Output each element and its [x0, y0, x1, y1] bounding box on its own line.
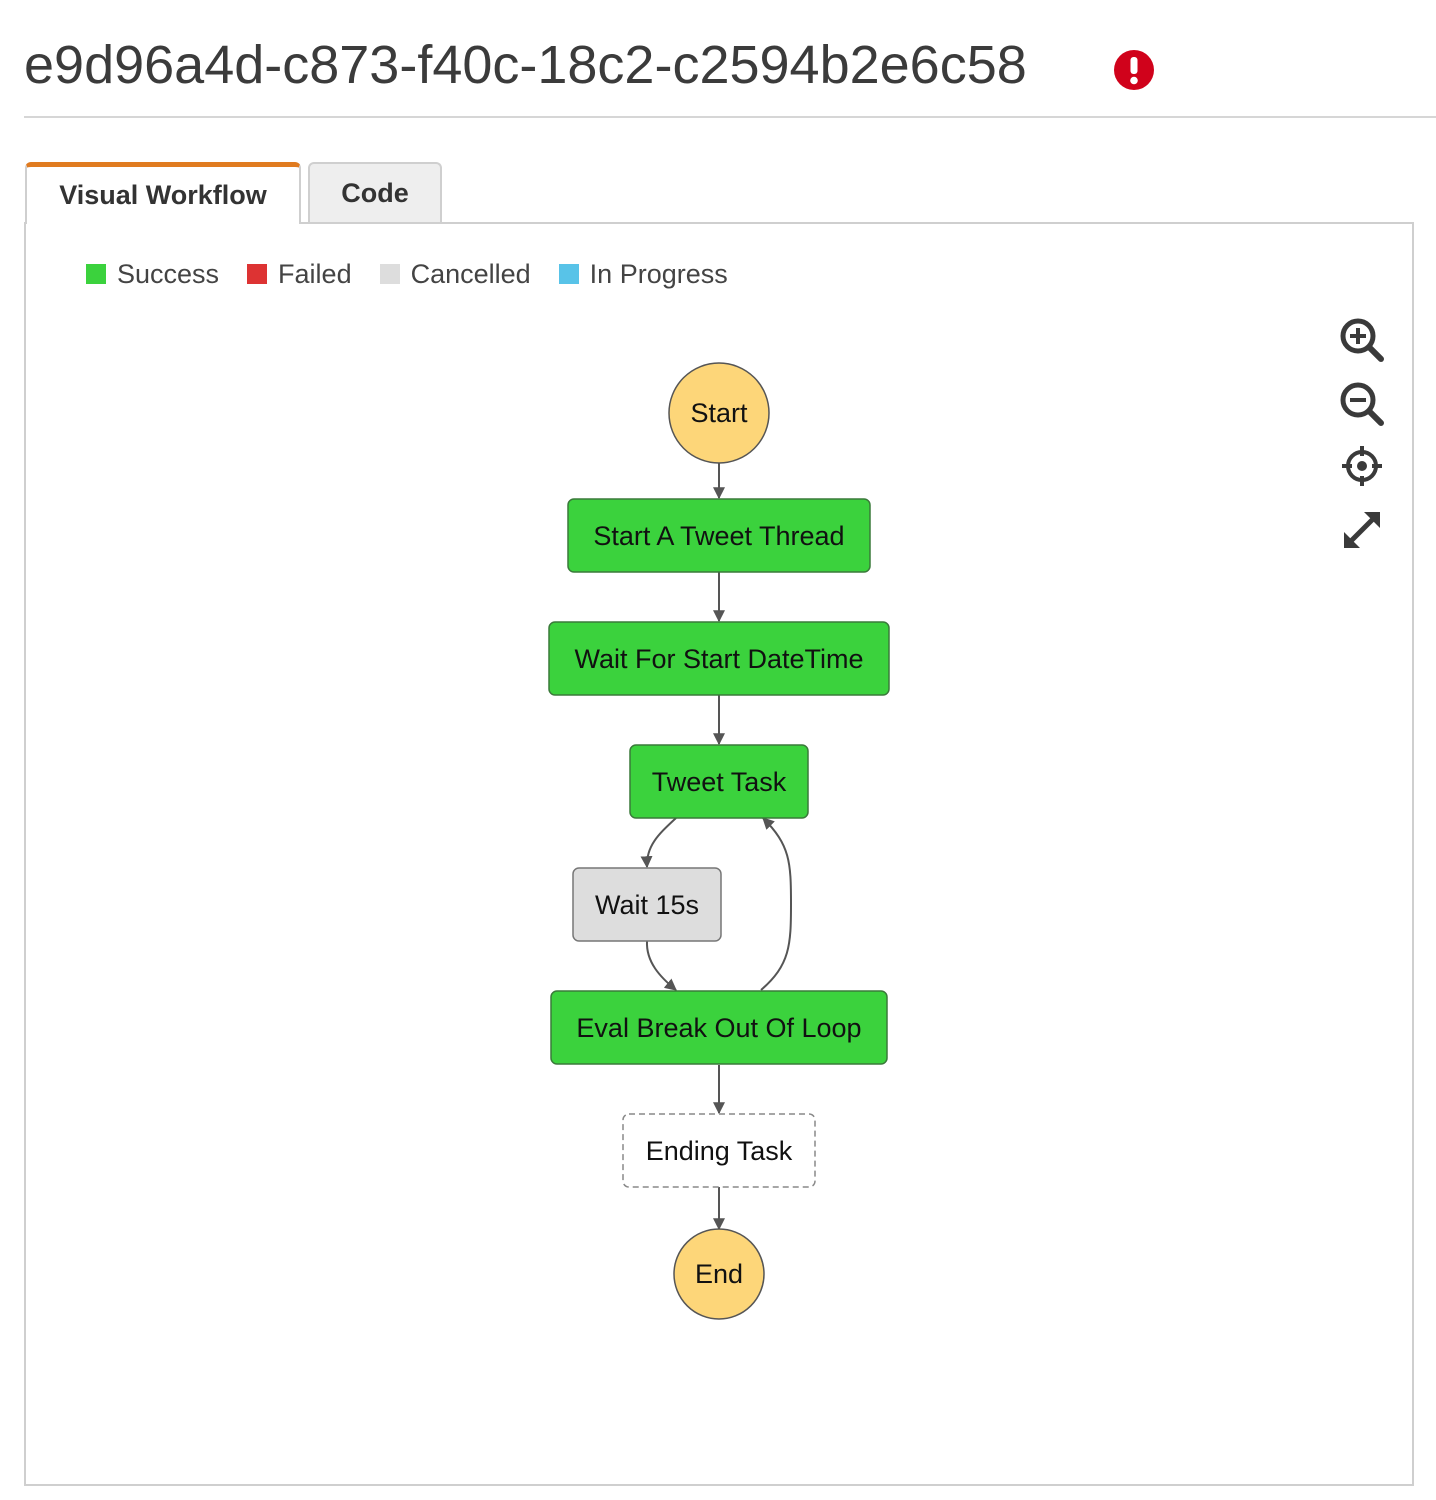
node-label: Eval Break Out Of Loop [576, 1013, 861, 1043]
node-start-a-tweet-thread[interactable]: Start A Tweet Thread [567, 498, 871, 573]
legend-item-failed: Failed [247, 259, 352, 290]
node-ending-task[interactable]: Ending Task [622, 1113, 816, 1188]
node-start[interactable]: Start [668, 362, 770, 464]
legend-swatch [247, 264, 268, 284]
node-label: Ending Task [646, 1136, 793, 1166]
legend-label: Success [117, 258, 220, 289]
edge-wait-15s-to-eval-break-out-of-loop [645, 940, 677, 991]
page-title: e9d96a4d-c873-f40c-18c2-c2594b2e6c58 [24, 35, 1027, 95]
node-label: Wait For Start DateTime [574, 644, 863, 674]
legend-label: Failed [278, 258, 352, 289]
legend-swatch [379, 264, 400, 284]
tab-label: Visual Workflow [59, 180, 267, 210]
legend-item-success: Success [86, 259, 219, 290]
node-label: Start A Tweet Thread [593, 521, 844, 551]
node-wait-15s[interactable]: Wait 15s [572, 867, 722, 942]
tab-label: Code [341, 177, 409, 208]
node-wait-for-start-datetime[interactable]: Wait For Start DateTime [548, 621, 890, 696]
header-divider [24, 116, 1436, 118]
node-end[interactable]: End [673, 1228, 765, 1320]
legend-swatch [86, 264, 106, 284]
node-label: Wait 15s [595, 890, 699, 920]
edge-eval-break-out-of-loop-to-tweet-task [760, 817, 793, 991]
legend-swatch [558, 264, 579, 284]
status-legend: Success Failed Cancelled In Progress [86, 256, 756, 292]
tab-visual-workflow[interactable]: Visual Workflow [25, 162, 301, 224]
zoom-in-icon[interactable] [1336, 314, 1388, 366]
center-target-icon[interactable] [1336, 440, 1388, 492]
node-label: Start [690, 398, 748, 428]
legend-item-in-progress: In Progress [558, 258, 728, 290]
error-exclamation-icon [1114, 50, 1154, 90]
legend-label: Cancelled [410, 258, 531, 289]
tab-code[interactable]: Code [308, 162, 442, 222]
node-label: End [695, 1259, 743, 1289]
node-tweet-task[interactable]: Tweet Task [629, 744, 809, 819]
legend-label: In Progress [589, 258, 728, 289]
node-label: Tweet Task [652, 767, 787, 797]
zoom-out-icon[interactable] [1336, 378, 1388, 430]
expand-fullscreen-icon[interactable] [1336, 504, 1388, 556]
edge-tweet-task-to-wait-15s [640, 817, 677, 869]
legend-item-cancelled: Cancelled [379, 258, 531, 290]
node-eval-break-out-of-loop[interactable]: Eval Break Out Of Loop [550, 990, 888, 1065]
